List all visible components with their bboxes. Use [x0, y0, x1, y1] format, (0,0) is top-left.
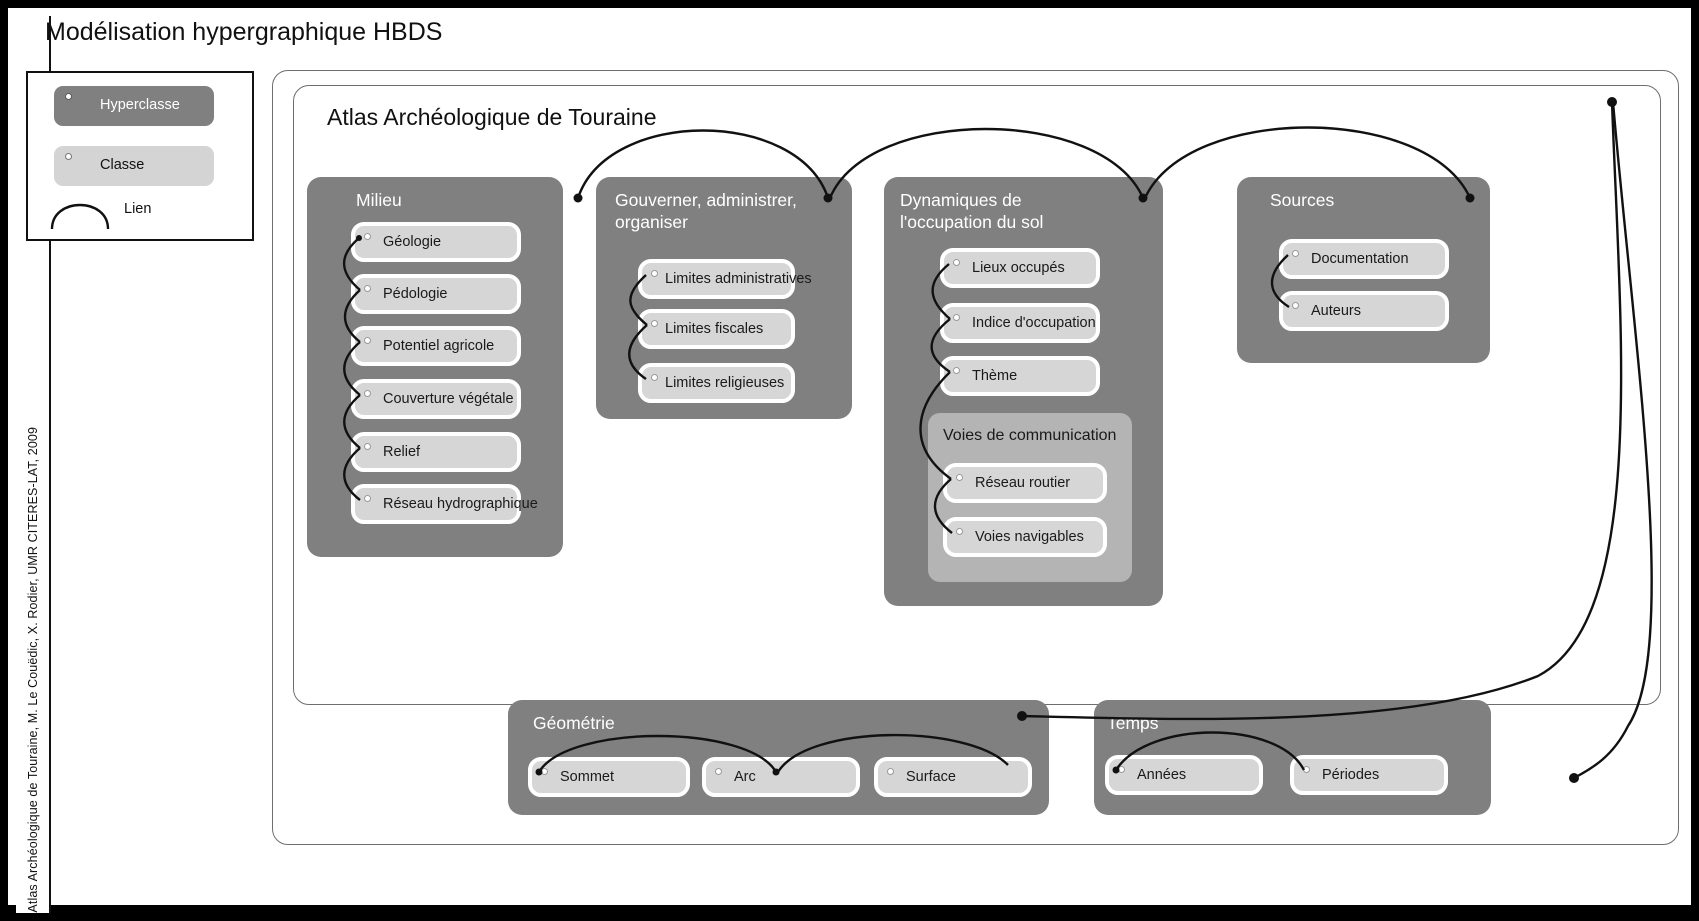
class-label: Lieux occupés: [972, 260, 1065, 276]
link-arc-icon: [50, 203, 110, 230]
anchor-dot-icon: [651, 374, 658, 381]
legend-box: Hyperclasse Classe Lien: [26, 71, 254, 241]
hyperclass-title: Gouverner, administrer, organiser: [615, 190, 797, 232]
class-box[interactable]: Thème: [940, 356, 1100, 396]
anchor-dot-icon: [887, 768, 894, 775]
anchor-dot-icon: [364, 495, 371, 502]
class-box[interactable]: Limites religieuses: [638, 363, 795, 403]
class-label: Années: [1137, 767, 1187, 783]
class-label: Géologie: [383, 234, 442, 250]
class-label: Auteurs: [1311, 303, 1361, 319]
class-box[interactable]: Géologie: [351, 222, 521, 262]
class-label: Thème: [972, 368, 1018, 384]
class-label: Limites fiscales: [665, 321, 764, 337]
class-label: Indice d'occupation: [972, 315, 1096, 331]
anchor-dot-icon: [1292, 250, 1299, 257]
class-label: Réseau hydrographique: [383, 496, 538, 512]
anchor-dot-icon: [956, 528, 963, 535]
class-label: Limites administratives: [665, 271, 812, 287]
class-box[interactable]: Années: [1105, 755, 1263, 795]
anchor-dot-icon: [364, 285, 371, 292]
class-box[interactable]: Auteurs: [1279, 291, 1449, 331]
anchor-dot-icon: [651, 270, 658, 277]
anchor-dot-icon: [541, 768, 548, 775]
hyperclass-title: Géométrie: [533, 713, 615, 733]
class-box[interactable]: Limites administratives: [638, 259, 812, 299]
anchor-dot-icon: [65, 93, 72, 100]
class-box[interactable]: Périodes: [1290, 755, 1448, 795]
class-box[interactable]: Réseau routier: [943, 463, 1107, 503]
anchor-dot-icon: [1292, 302, 1299, 309]
page-title: Modélisation hypergraphique HBDS: [45, 18, 443, 46]
credit-text: Atlas Archéologique de Touraine, M. Le C…: [25, 427, 40, 913]
anchor-dot-icon: [364, 390, 371, 397]
class-label: Potentiel agricole: [383, 338, 495, 354]
class-box[interactable]: Sommet: [528, 757, 690, 797]
anchor-dot-icon: [65, 153, 72, 160]
anchor-dot-icon: [364, 233, 371, 240]
legend-hyperclass-label: Hyperclasse: [100, 97, 180, 113]
class-label: Arc: [734, 769, 756, 785]
class-label: Couverture végétale: [383, 391, 514, 407]
class-label-periodes: Périodes: [1322, 767, 1380, 783]
class-box[interactable]: Réseau hydrographique: [351, 484, 538, 524]
class-label: Réseau routier: [975, 475, 1071, 491]
class-box[interactable]: Documentation: [1279, 239, 1449, 279]
anchor-dot-icon: [1303, 766, 1310, 773]
anchor-dot-icon: [364, 337, 371, 344]
anchor-dot-icon: [715, 768, 722, 775]
hyperclass-title: Temps: [1107, 713, 1159, 733]
anchor-dot-icon: [651, 320, 658, 327]
class-box[interactable]: Arc: [702, 757, 860, 797]
class-box[interactable]: Limites fiscales: [638, 309, 795, 349]
legend-class-swatch: Classe: [54, 146, 214, 186]
hyperclass-title: Dynamiques de l'occupation du sol: [900, 190, 1044, 232]
anchor-dot-icon: [953, 259, 960, 266]
class-label: Voies navigables: [975, 529, 1084, 545]
class-box[interactable]: Relief: [351, 432, 521, 472]
anchor-dot-icon: [953, 314, 960, 321]
class-box[interactable]: Voies navigables: [943, 517, 1107, 557]
class-label: Pédologie: [383, 286, 448, 302]
anchor-dot-icon: [953, 367, 960, 374]
root-title: Atlas Archéologique de Touraine: [327, 104, 657, 130]
legend-class-label: Classe: [100, 157, 145, 173]
class-label: Relief: [383, 444, 421, 460]
legend-hyperclass-swatch: Hyperclasse: [54, 86, 214, 126]
anchor-dot-icon: [956, 474, 963, 481]
class-label: Documentation: [1311, 251, 1409, 267]
class-label: Surface: [906, 769, 956, 785]
outer-container-frame: [272, 70, 1679, 845]
class-box[interactable]: Surface: [874, 757, 1032, 797]
anchor-dot-icon: [364, 443, 371, 450]
class-box[interactable]: Lieux occupés: [940, 248, 1100, 288]
class-box[interactable]: Potentiel agricole: [351, 326, 521, 366]
subgroup-title: Voies de communication: [943, 427, 1117, 444]
diagram-canvas: Atlas Archéologique de Touraine, M. Le C…: [8, 8, 1691, 913]
hyperclass-title: Milieu: [356, 190, 402, 210]
hyperclass-title: Sources: [1270, 190, 1335, 210]
class-box[interactable]: Indice d'occupation: [940, 303, 1100, 343]
legend-link-label: Lien: [124, 201, 152, 217]
class-box[interactable]: Pédologie: [351, 274, 521, 314]
class-box[interactable]: Couverture végétale: [351, 379, 521, 419]
class-label: Limites religieuses: [665, 375, 785, 391]
class-label: Sommet: [560, 769, 614, 785]
anchor-dot-icon: [1118, 766, 1125, 773]
